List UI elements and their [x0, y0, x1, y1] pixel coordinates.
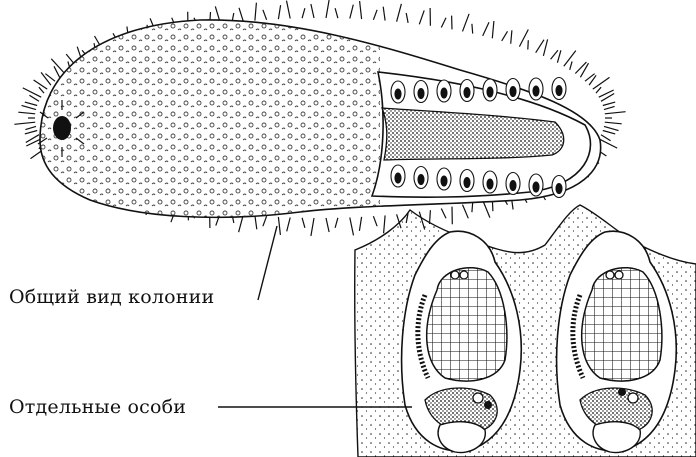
- spine: [536, 40, 544, 53]
- spine: [373, 10, 377, 20]
- spine: [326, 218, 329, 232]
- spine: [596, 87, 601, 93]
- small-zooid-core: [441, 88, 447, 98]
- small-zooid-core: [464, 88, 470, 98]
- leader-line-colony: [258, 226, 277, 300]
- spine: [383, 7, 385, 21]
- small-zooid-core: [395, 173, 401, 183]
- spine: [326, 0, 329, 18]
- spine: [25, 126, 36, 129]
- spine: [287, 1, 291, 19]
- spine: [511, 30, 512, 43]
- small-zooid-core: [510, 87, 516, 97]
- spine: [575, 62, 586, 73]
- small-zooid-core: [487, 87, 493, 97]
- spine: [34, 80, 48, 89]
- spine: [350, 5, 354, 19]
- spine: [54, 66, 60, 77]
- spine: [287, 218, 291, 232]
- small-zooid-core: [441, 176, 447, 186]
- small-zooid-core: [556, 184, 562, 194]
- zooids-drawing: [355, 205, 696, 457]
- spine: [239, 8, 243, 22]
- small-zooid-core: [487, 179, 493, 189]
- spine: [311, 4, 314, 18]
- spine: [23, 88, 41, 97]
- spine: [441, 209, 446, 219]
- spine: [605, 112, 626, 114]
- spine: [29, 95, 39, 101]
- spine: [492, 21, 494, 38]
- small-zooid-core: [510, 181, 516, 191]
- small-zooid-core: [464, 178, 470, 188]
- spine: [441, 18, 446, 28]
- spine: [302, 218, 305, 228]
- spine: [39, 87, 44, 93]
- small-zooid-core: [533, 86, 539, 96]
- spine: [519, 30, 528, 47]
- spine: [605, 122, 622, 124]
- spine: [601, 135, 611, 141]
- spine: [604, 126, 619, 130]
- zooids-label: Отдельные особи: [9, 396, 186, 418]
- spine: [599, 139, 617, 148]
- spine: [26, 139, 41, 146]
- spine: [564, 51, 576, 67]
- spine: [580, 63, 588, 77]
- spine: [255, 3, 257, 21]
- small-zooid-core: [418, 89, 424, 99]
- spine: [604, 106, 615, 109]
- spine: [419, 10, 424, 24]
- spine: [557, 50, 561, 62]
- spine: [263, 10, 267, 20]
- spine: [22, 105, 37, 109]
- spine: [528, 40, 529, 49]
- spine: [472, 202, 473, 212]
- spine: [373, 216, 377, 226]
- spine: [14, 122, 35, 124]
- spine: [335, 8, 338, 18]
- small-zooid-core: [418, 175, 424, 185]
- spine: [360, 1, 362, 19]
- spine: [463, 205, 469, 219]
- spine: [603, 131, 615, 134]
- spine: [397, 4, 402, 22]
- spine: [278, 217, 280, 235]
- small-zooid-core: [533, 182, 539, 192]
- spine: [543, 39, 547, 56]
- spine: [255, 215, 257, 229]
- spine: [302, 8, 305, 18]
- spine: [25, 131, 37, 134]
- spine: [463, 14, 470, 32]
- spine: [263, 216, 267, 226]
- spine: [570, 61, 572, 69]
- colony-aperture: [53, 116, 71, 140]
- spine: [18, 112, 35, 114]
- spine: [483, 22, 489, 36]
- spine: [335, 218, 338, 228]
- spine: [311, 218, 314, 236]
- spine: [406, 13, 408, 23]
- spine: [603, 102, 615, 105]
- spine: [51, 59, 64, 74]
- colony-label: Общий вид колонии: [9, 286, 214, 308]
- spine: [502, 31, 508, 41]
- spine: [551, 50, 558, 59]
- spine: [359, 217, 361, 231]
- spine: [350, 218, 354, 236]
- spine: [599, 90, 614, 97]
- small-zooid-core: [395, 89, 401, 99]
- spine: [278, 5, 280, 19]
- spine: [472, 24, 473, 34]
- spine: [384, 215, 386, 233]
- small-zooid-core: [556, 86, 562, 96]
- spine: [25, 102, 37, 105]
- colony-drawing: [14, 0, 625, 236]
